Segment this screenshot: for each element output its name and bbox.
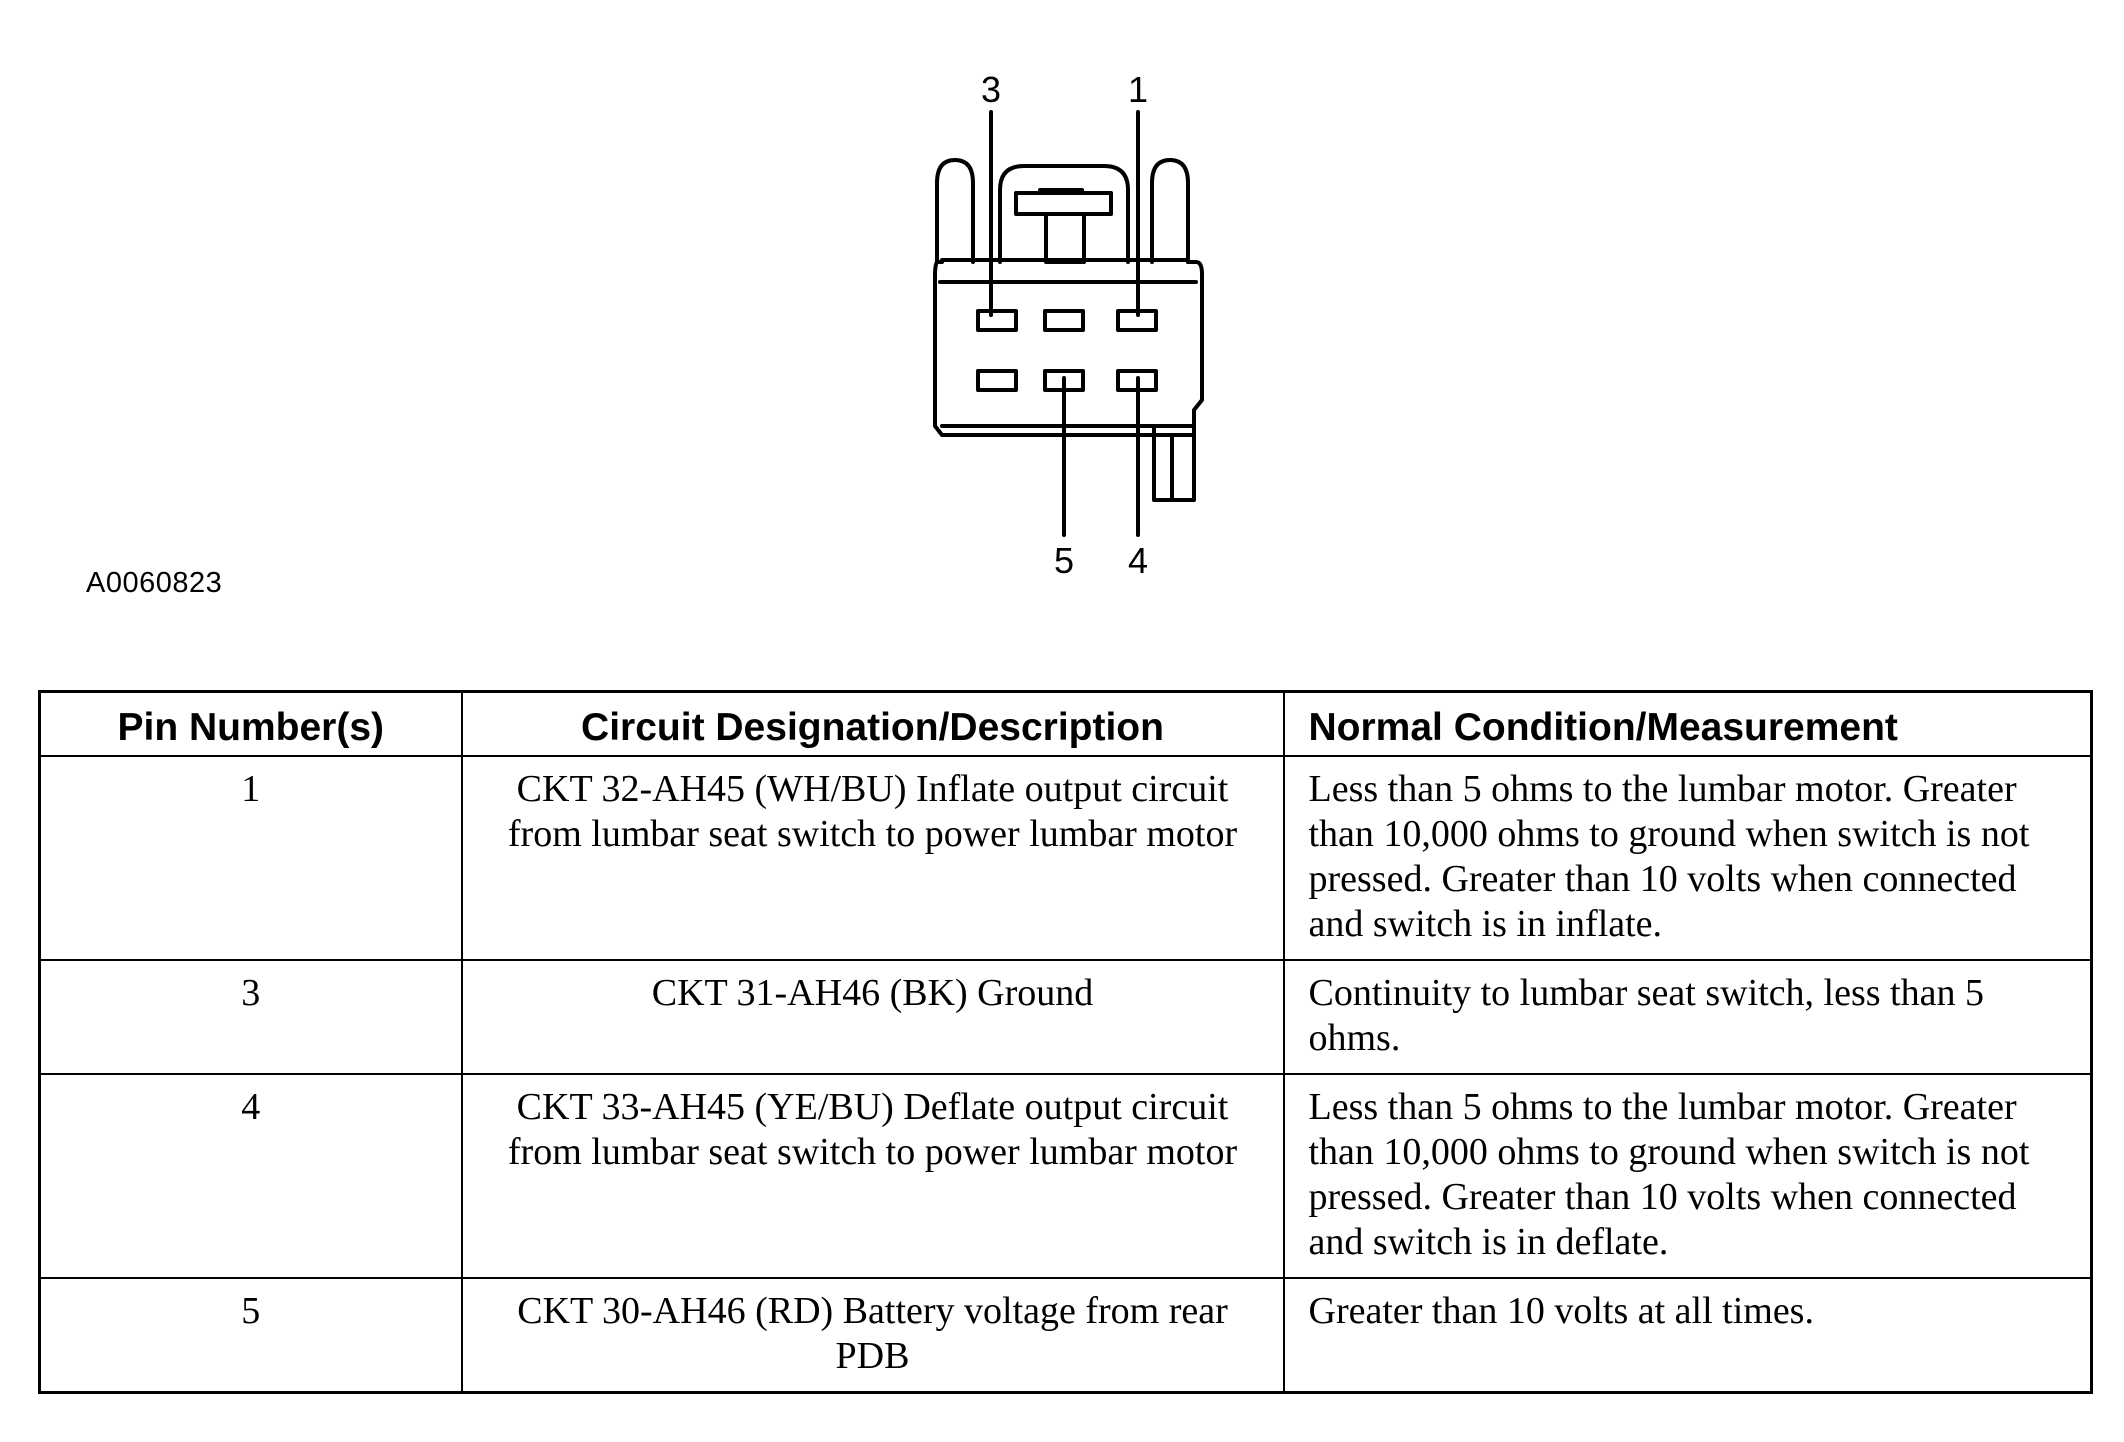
cavity-6: [976, 369, 1018, 392]
header-pin-number: Pin Number(s): [38, 690, 463, 757]
pin-number-cell: 3: [38, 958, 463, 1075]
connector-diagram: 3 1 5 4 A0060823: [0, 0, 2124, 640]
normal-condition-cell: Less than 5 ohms to the lumbar motor. Gr…: [1282, 1072, 2093, 1279]
table-header-row: Pin Number(s) Circuit Designation/Descri…: [38, 690, 2093, 757]
circuit-description-cell: CKT 30-AH46 (RD) Battery voltage from re…: [460, 1276, 1285, 1393]
lock-tab-bar: [1014, 191, 1113, 216]
circuit-description-cell: CKT 33-AH45 (YE/BU) Deflate output circu…: [460, 1072, 1285, 1279]
normal-condition-cell: Continuity to lumbar seat switch, less t…: [1282, 958, 2093, 1075]
callout-pin-3: 3: [981, 69, 1001, 110]
figure-id: A0060823: [86, 567, 223, 599]
left-latch-arm: [935, 158, 975, 264]
connector-face-drawing: 3 1 5 4: [933, 69, 1204, 581]
pin-number-cell: 1: [38, 754, 463, 961]
lock-tab: [998, 164, 1130, 264]
normal-condition-cell: Less than 5 ohms to the lumbar motor. Gr…: [1282, 754, 2093, 961]
cavity-2: [1043, 309, 1085, 332]
callout-pin-5: 5: [1054, 540, 1074, 581]
callout-pin-4: 4: [1128, 540, 1148, 581]
circuit-description-cell: CKT 32-AH45 (WH/BU) Inflate output circu…: [460, 754, 1285, 961]
table-row: 3 CKT 31-AH46 (BK) Ground Continuity to …: [38, 958, 2093, 1075]
circuit-description-cell: CKT 31-AH46 (BK) Ground: [460, 958, 1285, 1075]
normal-condition-cell: Greater than 10 volts at all times.: [1282, 1276, 2093, 1393]
table-row: 5 CKT 30-AH46 (RD) Battery voltage from …: [38, 1276, 2093, 1393]
pin-number-cell: 5: [38, 1276, 463, 1393]
right-latch-arm: [1150, 158, 1190, 264]
table-row: 1 CKT 32-AH45 (WH/BU) Inflate output cir…: [38, 754, 2093, 961]
connector-body: [933, 258, 1204, 437]
table-row: 4 CKT 33-AH45 (YE/BU) Deflate output cir…: [38, 1072, 2093, 1279]
lock-tab-stem: [1044, 212, 1086, 264]
pin-number-cell: 4: [38, 1072, 463, 1279]
callout-pin-1: 1: [1128, 69, 1148, 110]
pin-table: Pin Number(s) Circuit Designation/Descri…: [38, 690, 2093, 1394]
cavity-3: [976, 309, 1018, 332]
header-normal-condition: Normal Condition/Measurement: [1282, 690, 2093, 757]
header-circuit-description: Circuit Designation/Description: [460, 690, 1285, 757]
